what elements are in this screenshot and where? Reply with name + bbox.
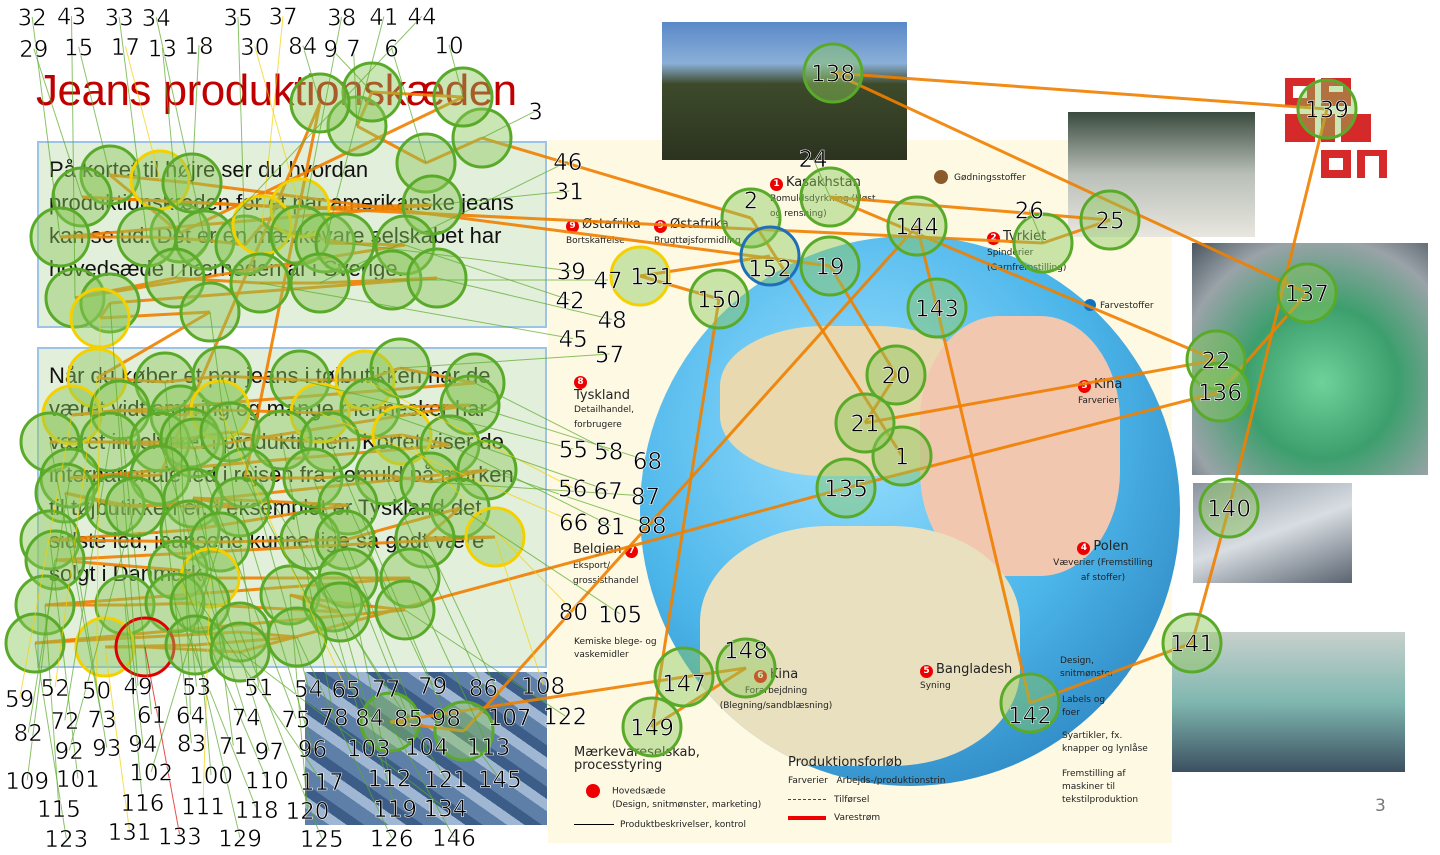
yarn-spools-photo: [1192, 243, 1428, 475]
fixation-number: 18: [184, 34, 213, 60]
fixation-number: 101: [56, 767, 100, 793]
fixation-number: 38: [327, 6, 356, 32]
fixation-number: 84: [288, 34, 317, 60]
legend-company: Mærkevareselskab, processtyring: [574, 745, 700, 773]
fixation-number: 41: [369, 5, 398, 31]
fixation-leader-line: [194, 644, 241, 838]
fixation-number: 3: [528, 100, 543, 126]
fixation-number: 59: [5, 687, 34, 713]
fixation-number: 17: [111, 35, 140, 61]
fixation-leader-line: [34, 642, 67, 839]
fixation-number: 73: [87, 708, 116, 734]
loom-photo: [1193, 483, 1352, 583]
intro-text-box: På kortet til højre ser du hvordan produ…: [37, 141, 547, 328]
fixation-number: 100: [189, 764, 233, 790]
fixation-number: 83: [177, 732, 206, 758]
cotton-field-photo: [662, 22, 907, 160]
fixation-number: 53: [182, 675, 211, 701]
slide-title: Jeans produktionskæden: [36, 66, 517, 115]
fixation-number: 49: [123, 675, 152, 701]
fixation-number: 37: [268, 5, 297, 31]
fixation-number: 97: [255, 739, 284, 765]
fixation-number: 51: [244, 675, 273, 701]
fixation-number: 34: [142, 6, 171, 32]
spinning-factory-photo: [1068, 112, 1255, 237]
sewing-factory-photo: [1172, 632, 1405, 772]
fixation-number: 35: [223, 6, 252, 32]
fixation-number: 30: [240, 35, 269, 61]
fixation-number: 146: [432, 826, 476, 852]
fixation-number: 74: [232, 705, 261, 731]
fixation-number: 15: [64, 35, 93, 61]
fixation-number: 72: [50, 709, 79, 735]
fixation-number: 44: [407, 5, 436, 31]
fixation-number: 133: [158, 824, 202, 850]
fixation-number: 61: [137, 703, 166, 729]
fixation-number: 126: [370, 826, 414, 852]
fixation-number: 123: [44, 827, 88, 853]
input-accessories: Syartikler, fx. knapper og lynlåse: [1062, 731, 1148, 754]
fixation-leader-line: [144, 646, 181, 836]
legend-supply: Tilførsel: [788, 794, 869, 807]
orsilon-logo: [1283, 76, 1389, 185]
fixation-number: 6: [384, 37, 399, 63]
fixation-number: 13: [148, 36, 177, 62]
fixation-number: 111: [181, 794, 225, 820]
fixation-number: 33: [105, 5, 134, 31]
legend-step: Farverier Arbejds-/produktionstrin: [788, 776, 946, 786]
fixation-number: 10: [434, 33, 463, 59]
fixation-number: 131: [108, 820, 152, 846]
fixation-number: 52: [40, 676, 69, 702]
fixation-number: 109: [5, 769, 49, 795]
input-dyes: Farvestoffer: [1084, 298, 1154, 313]
fixation-number: 64: [176, 703, 205, 729]
paragraph-2: Når du køber et par jeans i tøjbutikken …: [49, 363, 514, 586]
legend-product-desc: Produktbeskrivelser, kontrol: [574, 819, 746, 832]
legend-goods: Varestrøm: [788, 812, 880, 825]
fixation-number: 82: [14, 721, 43, 747]
fixation-number: 110: [245, 769, 289, 795]
input-design: Design, snitmønster: [1060, 656, 1114, 679]
fixation-number: 32: [18, 5, 47, 31]
paragraph-1: På kortet til højre ser du hvordan produ…: [49, 157, 514, 281]
fixation-number: 93: [92, 736, 121, 762]
input-chemicals: Kemiske blege- og vaskemidler: [574, 637, 657, 660]
fixation-number: 71: [219, 734, 248, 760]
legend-hq: Hovedsæde(Design, snitmønster, marketing…: [586, 784, 781, 812]
fixation-number: 129: [218, 826, 262, 852]
fixation-number: 116: [120, 791, 164, 817]
fixation-number: 102: [129, 760, 173, 786]
input-labels: Labels og foer: [1062, 695, 1106, 718]
fixation-number: 29: [19, 37, 48, 63]
fixation-number: 50: [82, 679, 111, 705]
fixation-number: 94: [128, 732, 157, 758]
fixation-leader-line: [104, 646, 131, 832]
gaze-saccade-line: [832, 71, 1328, 111]
fixation-number: 7: [346, 37, 361, 63]
fixation-number: 43: [57, 5, 86, 31]
fixation-number: 115: [37, 797, 81, 823]
fixation-number: 92: [55, 739, 84, 765]
input-fertilizer: Gødningsstoffer: [934, 170, 1026, 185]
fixation-number: 125: [300, 827, 344, 853]
denim-jeans-photo: [305, 672, 547, 825]
page-number: 3: [1375, 796, 1386, 816]
fixation-number: 118: [235, 798, 279, 824]
fixation-number: 9: [324, 37, 339, 63]
explanation-text-box: Når du køber et par jeans i tøjbutikken …: [37, 347, 547, 668]
orsilon-logo-mark: [1285, 78, 1387, 178]
input-machines: Fremstilling af maskiner til tekstilprod…: [1062, 769, 1139, 805]
legend-flow-title: Produktionsforløb: [788, 755, 903, 770]
